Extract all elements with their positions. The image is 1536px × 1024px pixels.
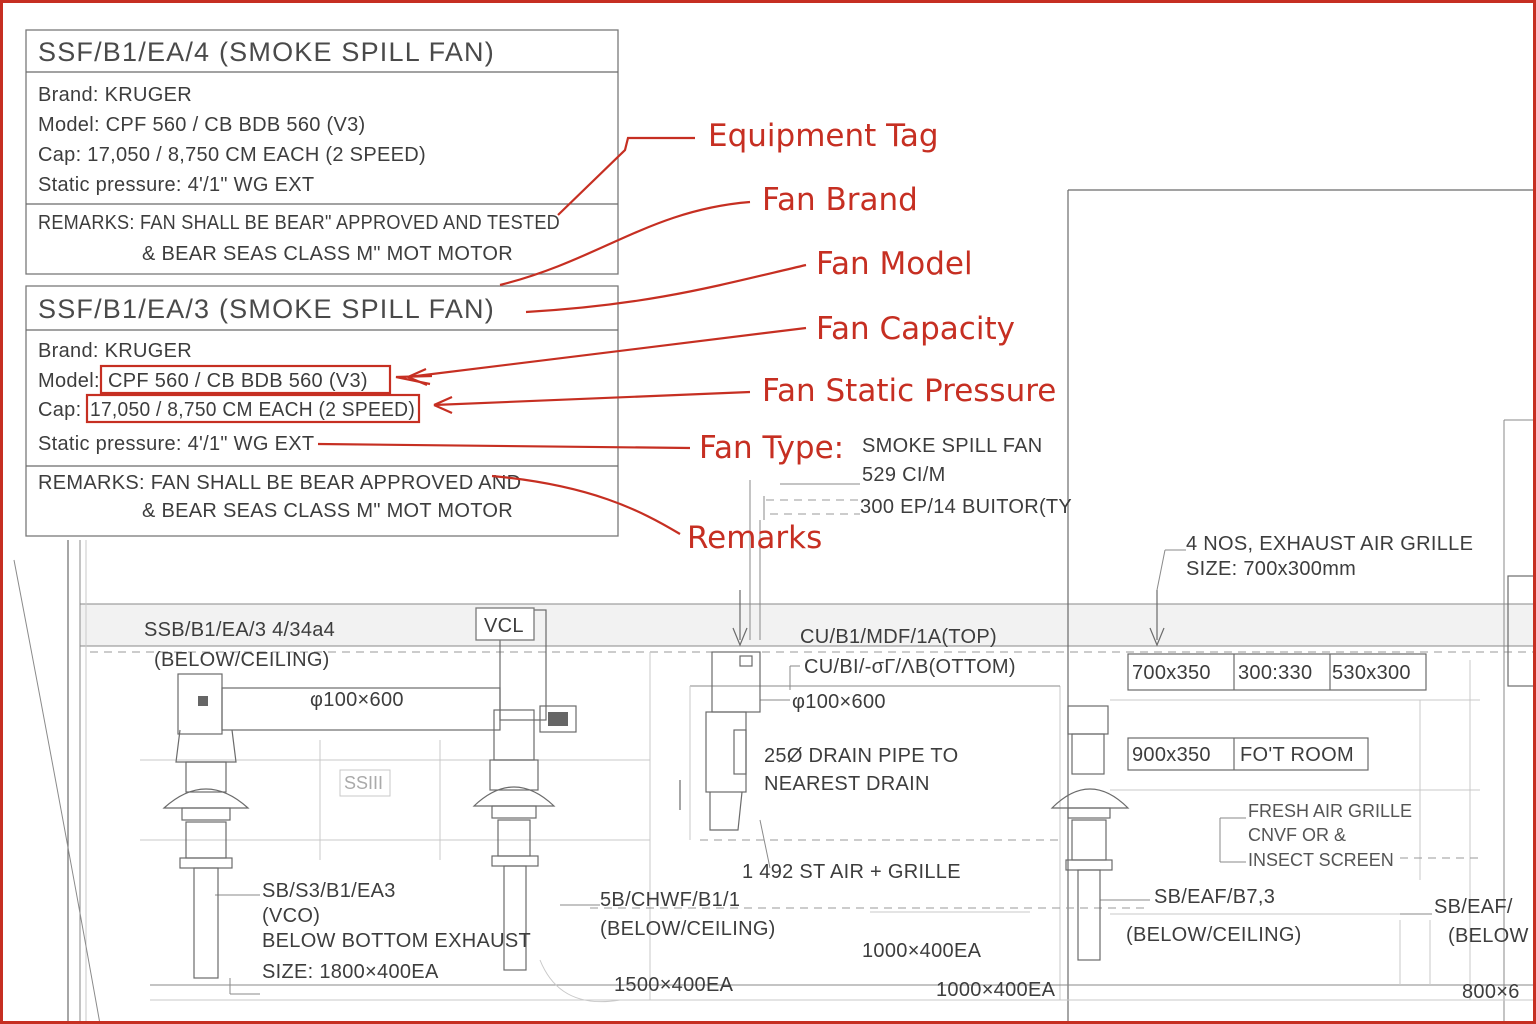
schedule-2-capacity-label: Cap: <box>38 399 81 421</box>
label-duct-700x350: 700x350 <box>1132 662 1211 684</box>
remarks-leader <box>491 474 681 535</box>
label-sb-s3: SB/S3/B1/EA3 <box>262 880 396 902</box>
callout-labels: Equipment Tag Fan Brand Fan Model Fan Ca… <box>687 118 1056 556</box>
label-fresh-1: FRESH AIR GRILLE <box>1248 801 1412 821</box>
label-duct-300x330: 300:330 <box>1238 662 1312 684</box>
label-sb-chwf: 5B/CHWF/B1/1 <box>600 889 740 911</box>
schedule-2-static-pressure: Static pressure: 4'/1" WG EXT <box>38 433 314 455</box>
schedule-1-brand: Brand: KRUGER <box>38 84 192 106</box>
schedule-2-model-label: Model: <box>38 370 100 392</box>
label-duct-1000x400-b: 1000×400EA <box>936 979 1056 1001</box>
schedule-box-ssf-b1-ea-4: SSF/B1/EA/4 (SMOKE SPILL FAN) Brand: KRU… <box>25 29 619 275</box>
schedule-1-title: SSF/B1/EA/4 (SMOKE SPILL FAN) <box>38 37 495 67</box>
label-duct-100x600-a: φ100×600 <box>310 689 404 711</box>
label-fresh-3: INSECT SCREEN <box>1248 850 1394 870</box>
label-duct-530x300: 530x300 <box>1332 662 1411 684</box>
fan-symbol-right <box>1050 705 1130 961</box>
fan-static-pressure-leader <box>433 390 751 407</box>
model-highlight-box <box>99 364 392 395</box>
callout-equipment-tag: Equipment Tag <box>708 118 939 154</box>
fan-symbol-left <box>162 673 250 979</box>
schedule-1-remarks-line1: REMARKS: FAN SHALL BE BEAR" APPROVED AND… <box>38 212 560 234</box>
schedule-2-capacity-value: 17,050 / 8,750 CM EACH (2 SPEED) <box>90 399 415 421</box>
label-cu-bottom: CU/BI/-σГ/ΛΒ(OTTOM) <box>804 656 1016 678</box>
fan-type-leader <box>317 442 691 450</box>
plan-labels: 529 CI/M 300 EP/14 BUITOR(TY 4 NOS, EXHA… <box>144 464 1529 1003</box>
label-sb-eaf: SB/EAF/B7,3 <box>1154 886 1275 908</box>
label-sb-eaf-right: SB/EAF/ <box>1434 896 1513 918</box>
drain-equipment <box>679 651 761 831</box>
label-duct-100x600-b: φ100×600 <box>792 691 886 713</box>
schedule-2-title: SSF/B1/EA/3 (SMOKE SPILL FAN) <box>38 294 495 324</box>
label-grille-note-1: 4 NOS, EXHAUST AIR GRILLE <box>1186 533 1473 555</box>
callout-fan-type: Fan Type: <box>699 430 844 466</box>
label-ssb-tag: SSB/B1/EA/3 4/34a4 <box>144 619 335 641</box>
label-cu-top: CU/B1/MDF/1A(TOP) <box>800 626 997 648</box>
callout-leaders <box>317 136 807 535</box>
schedule-1-capacity: Cap: 17,050 / 8,750 CM EACH (2 SPEED) <box>38 144 426 166</box>
label-ep-14: 300 EP/14 BUITOR(TY <box>860 496 1072 518</box>
label-drain-1: 25Ø DRAIN PIPE TO <box>764 745 958 767</box>
schedule-2-remarks-line1: REMARKS: FAN SHALL BE BEAR APPROVED AND <box>38 472 521 494</box>
label-fot-room: FO'T ROOM <box>1240 744 1354 766</box>
label-below-right: (BELOW <box>1448 925 1529 947</box>
capacity-highlight-box <box>85 393 421 424</box>
callout-fan-capacity: Fan Capacity <box>816 311 1015 347</box>
callout-fan-static-pressure: Fan Static Pressure <box>762 373 1056 409</box>
equipment-tag-leader <box>557 136 695 216</box>
schedule-box-ssf-b1-ea-3: SSF/B1/EA/3 (SMOKE SPILL FAN) Brand: KRU… <box>25 285 619 537</box>
schedule-2-model-value: CPF 560 / CB BDB 560 (V3) <box>108 370 368 392</box>
label-size-1800: SIZE: 1800×400EA <box>262 961 439 983</box>
schedule-1-model: Model: CPF 560 / CB BDB 560 (V3) <box>38 114 366 136</box>
label-duct-900x350: 900x350 <box>1132 744 1211 766</box>
callout-fan-model: Fan Model <box>816 246 973 282</box>
label-duct-1000x400-a: 1000×400EA <box>862 940 982 962</box>
label-ssiii: SSIII <box>344 773 383 793</box>
label-ci-m: 529 CI/M <box>862 464 946 486</box>
fan-symbol-middle <box>472 705 577 971</box>
vcl-tag-box <box>475 607 535 641</box>
schedule-1-remarks-line2: & BEAR SEAS CLASS M" MOT MOTOR <box>142 243 513 265</box>
fan-type-value: SMOKE SPILL FAN <box>862 435 1043 457</box>
label-fresh-2: CNVF OR & <box>1248 825 1346 845</box>
fan-capacity-leader <box>407 326 807 379</box>
schedule-2-remarks-line2: & BEAR SEAS CLASS M" MOT MOTOR <box>142 500 513 522</box>
label-below-ceiling-3: (BELOW/CEILING) <box>1126 924 1302 946</box>
callout-remarks: Remarks <box>687 520 822 556</box>
label-vcl: VCL <box>484 615 524 637</box>
fan-brand-leader <box>499 200 751 287</box>
label-below-ceiling-2: (BELOW/CEILING) <box>600 918 776 940</box>
label-below-bottom: BELOW BOTTOM EXHAUST <box>262 930 531 952</box>
fan-model-leader <box>525 263 807 314</box>
label-grille-note-2: SIZE: 700x300mm <box>1186 558 1356 580</box>
schedule-1-static-pressure: Static pressure: 4'/1" WG EXT <box>38 174 314 196</box>
label-duct-1500x400: 1500×400EA <box>614 974 734 996</box>
plan-background-lines <box>13 189 1536 1024</box>
label-vco: (VCO) <box>262 905 320 927</box>
label-duct-800: 800×6 <box>1462 981 1520 1003</box>
callout-fan-brand: Fan Brand <box>762 182 918 218</box>
label-below-ceiling-1: (BELOW/CEILING) <box>154 649 330 671</box>
label-drain-2: NEAREST DRAIN <box>764 773 930 795</box>
schedule-2-brand: Brand: KRUGER <box>38 340 192 362</box>
label-air-grille: 1 492 ST AIR + GRILLE <box>742 861 961 883</box>
